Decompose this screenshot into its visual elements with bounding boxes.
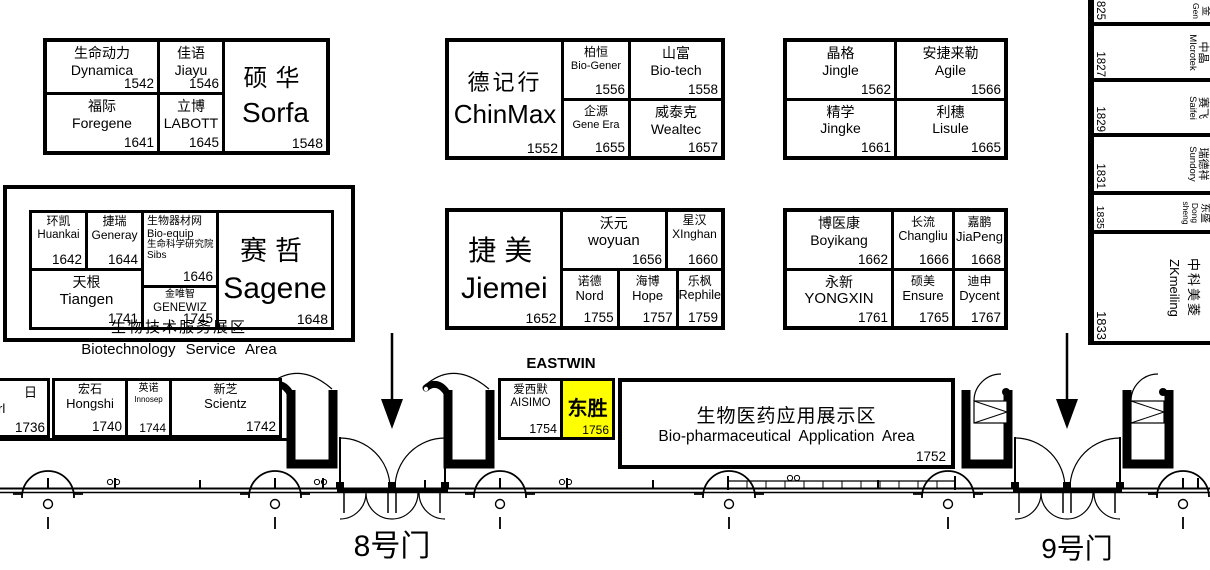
biotech-area-label-cn: 生物技术服务展区: [110, 319, 247, 336]
vestibule-icon: [422, 372, 495, 469]
railing-band: [727, 476, 956, 490]
gate-8-label: 8号门: [354, 530, 431, 563]
gate-8: 8号门: [265, 333, 495, 563]
double-door-icon: [336, 437, 449, 520]
vestibule-icon: [961, 373, 1013, 469]
wall-ticks: [47, 478, 1199, 488]
wall-hinge-icon: [106, 474, 801, 486]
booth-partial-1736[interactable]: 日 rl 1736: [0, 378, 50, 438]
gate-9-label: 9号门: [1041, 533, 1113, 564]
down-arrow-icon: [381, 333, 403, 429]
gate-9: 9号门: [961, 333, 1174, 564]
down-arrow-icon: [1056, 333, 1078, 429]
door-swing-icon: [1130, 373, 1165, 424]
vestibule-icon: [1122, 373, 1174, 469]
door-swing-icon: [973, 373, 1008, 424]
bottom-wall: [0, 438, 1210, 494]
double-door-icon: [1011, 437, 1124, 520]
eastwin-label: EASTWIN: [526, 355, 596, 372]
biotech-area-label-en: Biotechnology Service Area: [81, 341, 277, 358]
wall-column-icons: [13, 470, 1210, 529]
booth-biopharma-area[interactable]: 生物医药应用展示区 Bio-pharmaceutical Application…: [618, 378, 955, 469]
booth-bioequip-sibs[interactable]: 生物器材网 Bio-equip 生命科学研究院 Sibs 1646: [144, 213, 216, 285]
